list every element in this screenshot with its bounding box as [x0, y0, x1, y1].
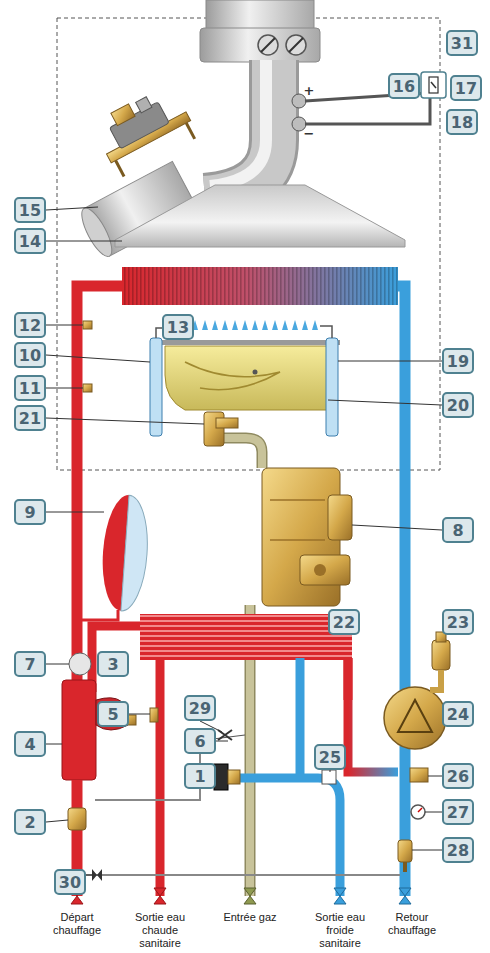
callout-box: 5 [97, 701, 129, 727]
polarity-sign: + [301, 84, 317, 98]
connection-label: Sortie eau chaude sanitaire [129, 911, 191, 950]
callout-number: 18 [451, 113, 473, 132]
callout-number: 19 [447, 352, 469, 371]
callout-box: 21 [14, 405, 46, 431]
callout-number: 31 [451, 34, 473, 53]
callout-box: 29 [184, 695, 216, 721]
callout-number: 26 [447, 767, 469, 786]
connection-label: Départ chauffage [42, 911, 112, 937]
callout-box: 1 [184, 763, 216, 789]
callout-box: 15 [14, 197, 46, 223]
callout-box: 4 [14, 731, 46, 757]
callout-number: 3 [107, 655, 118, 674]
callout-box: 26 [442, 763, 474, 789]
callout-box: 19 [442, 348, 474, 374]
callout-box: 18 [446, 109, 478, 135]
callout-box: 30 [54, 869, 86, 895]
callout-box: 3 [97, 651, 129, 677]
callout-number: 30 [59, 873, 81, 892]
callout-box: 14 [14, 228, 46, 254]
callout-number: 22 [333, 613, 355, 632]
callout-number: 11 [19, 379, 41, 398]
callout-number: 20 [447, 396, 469, 415]
callout-box: 9 [14, 499, 46, 525]
callout-number: 7 [24, 655, 35, 674]
callout-box: 25 [314, 744, 346, 770]
callout-box: 20 [442, 392, 474, 418]
connection-label: Entrée gaz [222, 911, 278, 924]
callout-number: 13 [167, 318, 189, 337]
callout-number: 24 [447, 705, 469, 724]
connection-label: Sortie eau froide sanitaire [309, 911, 371, 950]
callout-box: 22 [328, 609, 360, 635]
callout-box: 6 [184, 728, 216, 754]
callout-number: 1 [194, 767, 205, 786]
callout-box: 13 [162, 314, 194, 340]
callout-number: 14 [19, 232, 41, 251]
callout-box: 31 [446, 30, 478, 56]
callout-number: 2 [24, 813, 35, 832]
callout-number: 9 [24, 503, 35, 522]
callout-box: 23 [442, 609, 474, 635]
callout-box: 28 [442, 837, 474, 863]
callout-box: 11 [14, 375, 46, 401]
callout-number: 23 [447, 613, 469, 632]
callout-box: 8 [442, 517, 474, 543]
callout-number: 8 [452, 521, 463, 540]
callout-number: 15 [19, 201, 41, 220]
callout-number: 10 [19, 346, 41, 365]
connection-label: Retour chauffage [377, 911, 447, 937]
callout-box: 10 [14, 342, 46, 368]
callout-number: 12 [19, 316, 41, 335]
callout-number: 17 [455, 79, 477, 98]
polarity-sign: − [301, 127, 317, 141]
callout-number: 29 [189, 699, 211, 718]
callout-number: 28 [447, 841, 469, 860]
callout-number: 25 [319, 748, 341, 767]
callout-box: 24 [442, 701, 474, 727]
callout-number: 21 [19, 409, 41, 428]
callout-box: 17 [450, 75, 482, 101]
callout-number: 6 [194, 732, 205, 751]
callout-box: 12 [14, 312, 46, 338]
callout-box: 7 [14, 651, 46, 677]
callout-number: 5 [107, 705, 118, 724]
callout-box: 27 [442, 799, 474, 825]
callout-number: 27 [447, 803, 469, 822]
callout-number: 16 [393, 77, 415, 96]
callout-box: 2 [14, 809, 46, 835]
callout-box: 16 [388, 73, 420, 99]
callout-number: 4 [24, 735, 35, 754]
